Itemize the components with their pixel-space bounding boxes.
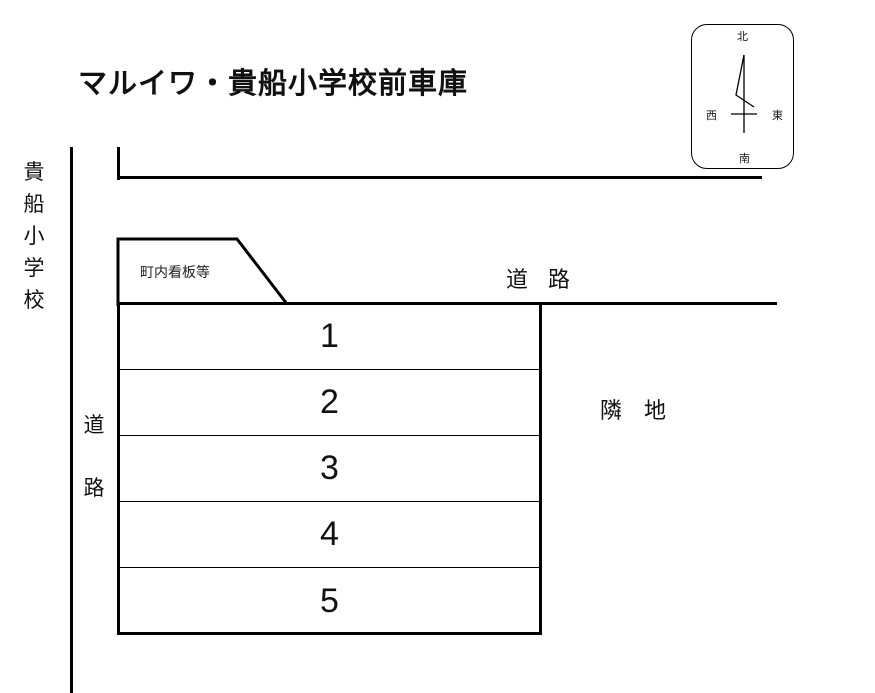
upper-fence-horizontal <box>117 176 762 179</box>
compass-south-label: 南 <box>739 152 750 165</box>
school-label-char: 学 <box>23 256 45 280</box>
compass-west-label: 西 <box>706 109 717 122</box>
road-top-label: 道路 <box>506 268 591 293</box>
page-title: マルイワ・貴船小学校前車庫 <box>78 66 469 100</box>
school-label-char: 船 <box>23 192 45 216</box>
parking-space-1[interactable]: 1 <box>120 304 539 370</box>
road-left-char: 路 <box>83 476 105 500</box>
school-boundary-line <box>70 147 73 693</box>
compass-east-label: 東 <box>772 109 783 122</box>
sign-area-label: 町内看板等 <box>140 265 210 281</box>
upper-fence-vertical <box>117 147 120 180</box>
road-top-line <box>117 302 777 305</box>
school-label-char: 小 <box>23 224 45 248</box>
school-label-vertical: 貴 船 小 学 校 <box>22 156 46 316</box>
parking-space-5[interactable]: 5 <box>320 581 339 620</box>
school-label-char: 校 <box>23 288 45 312</box>
parking-space-3[interactable]: 3 <box>120 436 539 502</box>
parking-space-4[interactable]: 4 <box>120 502 539 568</box>
compass-needle-icon <box>731 54 757 133</box>
road-left-label: 道 路 <box>82 394 106 520</box>
compass-north-label: 北 <box>737 30 748 43</box>
neighbor-lot-label: 隣地 <box>600 399 689 424</box>
road-left-char: 道 <box>83 413 105 437</box>
parking-space-2[interactable]: 2 <box>120 370 539 436</box>
sign-area-outline <box>116 237 289 306</box>
compass: 北 西 東 南 <box>691 24 794 169</box>
parking-spaces-grid: 1 2 3 4 5 <box>117 304 542 635</box>
school-label-char: 貴 <box>23 160 45 184</box>
